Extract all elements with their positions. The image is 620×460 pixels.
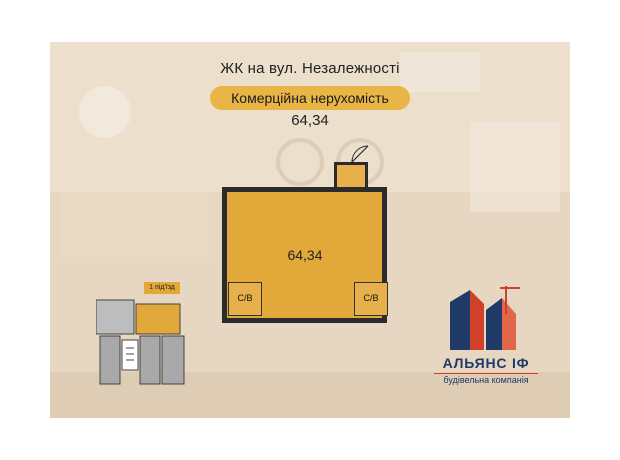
bathroom-right: С/В [354,282,388,316]
listing-card: ЖК на вул. Незалежності Комерційна нерух… [50,42,570,418]
building-key-plan [96,299,185,385]
bathroom-left: С/В [228,282,262,316]
company-name: АЛЬЯНС ІФ [442,355,530,371]
company-logo [450,286,520,350]
company-tagline: будівельна компанія [443,375,529,385]
area-value: 64,34 [291,112,329,129]
entrance-badge: 1 під'їзд [144,282,180,294]
page-title: ЖК на вул. Незалежності [220,60,400,77]
category-badge: Комерційна нерухомість [210,86,410,110]
room-area-label: 64,34 [287,247,323,263]
brand-divider [434,373,538,374]
door-swing-icon [351,145,369,163]
